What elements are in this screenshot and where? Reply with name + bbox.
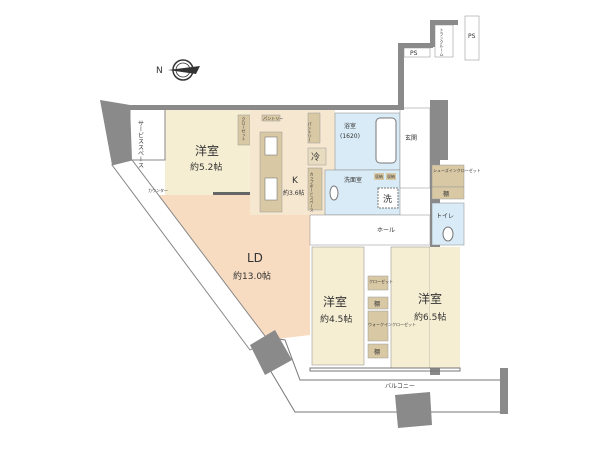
stove-icon (264, 136, 278, 156)
storage-1 (374, 173, 384, 180)
western-2-name: 洋室 (323, 294, 347, 309)
top-wall-segment (398, 45, 404, 110)
ps-1-label: PS (410, 50, 418, 57)
shelf-1-label: 棚 (374, 300, 380, 308)
bathtub-icon (375, 117, 397, 164)
top-wall (130, 105, 400, 110)
pantry-2 (307, 112, 321, 144)
service-space-label: サービススペース (137, 120, 144, 168)
western-1-size: 約5.2帖 (190, 161, 222, 173)
washroom-name: 洗面室 (344, 176, 362, 184)
pantry-1-label: パントリー (263, 116, 283, 121)
shoes-shelf-label: 棚 (443, 190, 449, 198)
room-ld (150, 195, 310, 340)
hall-name: ホール (377, 227, 395, 234)
western-3-name: 洋室 (418, 291, 442, 306)
room-western-5-2 (165, 110, 250, 195)
room-western-6-5 (390, 246, 431, 369)
sink-icon (264, 177, 278, 201)
fridge-label: 冷 (311, 151, 320, 163)
kitchen-size: 約3.6帖 (283, 189, 305, 197)
room-western-6-5-extension (430, 247, 460, 368)
western-1-name: 洋室 (195, 143, 219, 158)
top-wall-segment (430, 22, 435, 47)
closet-2-label: クローゼット (369, 278, 393, 284)
western-2-size: 約4.5帖 (320, 313, 352, 325)
trunk-room (434, 24, 454, 58)
balcony-label: バルコニー (385, 383, 415, 390)
pantry-1 (261, 114, 281, 122)
storage-2-label: 収納 (387, 173, 395, 179)
shoes-shelf (431, 186, 465, 200)
washer-label: 洗 (383, 193, 392, 205)
wall-column (250, 330, 292, 375)
wall-corner (100, 100, 132, 165)
storage-1-label: 収納 (375, 173, 383, 179)
western-3-size: 約6.5帖 (414, 311, 446, 323)
shoes-closet-label: シューズインクローゼット (433, 167, 481, 173)
ps-1 (403, 47, 431, 58)
washbasin-icon (329, 185, 339, 201)
ld-name: LD (247, 251, 263, 265)
bath-name: 浴室 (344, 122, 356, 130)
top-wall-segment (430, 20, 458, 25)
ld-size: 約13.0帖 (233, 270, 271, 282)
fridge-space (307, 147, 327, 166)
toilet-name: トイレ (436, 213, 454, 220)
shelf-2 (367, 343, 389, 359)
room-hall (309, 214, 431, 246)
ps-2-label: PS (468, 33, 476, 40)
closet-2 (367, 275, 389, 291)
sliding-partition (213, 192, 253, 195)
kitchen-name: K (292, 176, 299, 186)
walk-in-closet (367, 310, 389, 342)
wic-label: ウォークインクローゼット (368, 321, 416, 327)
storage-2 (386, 173, 396, 180)
top-wall-segment (398, 43, 433, 48)
service-space (129, 107, 166, 161)
bath-size: (1620) (340, 133, 360, 140)
shelf-2-label: 棚 (374, 348, 380, 356)
shelf-1 (367, 296, 389, 310)
balcony-column (395, 392, 432, 428)
toilet-icon (442, 226, 454, 242)
trunk-room-label: トランクルーム (440, 28, 445, 57)
room-western-4-5 (311, 246, 365, 366)
compass-icon: N (156, 59, 200, 81)
room-entrance (399, 107, 431, 189)
counter-label: カウンター (148, 187, 168, 193)
compass-north-label: N (156, 66, 163, 76)
washer-space (377, 187, 399, 209)
right-wall-pillar (440, 100, 448, 160)
ps-2 (464, 15, 480, 61)
pantry-2-label: パントリー (308, 122, 313, 142)
entrance-name: 玄関 (405, 134, 417, 142)
balcony-wall (500, 368, 508, 414)
balcony-window-sill (309, 367, 461, 372)
cupboard-space (307, 167, 323, 211)
cupboard-label: カップボードスペース (310, 172, 315, 213)
closet-1-label: クローゼット (242, 116, 247, 141)
